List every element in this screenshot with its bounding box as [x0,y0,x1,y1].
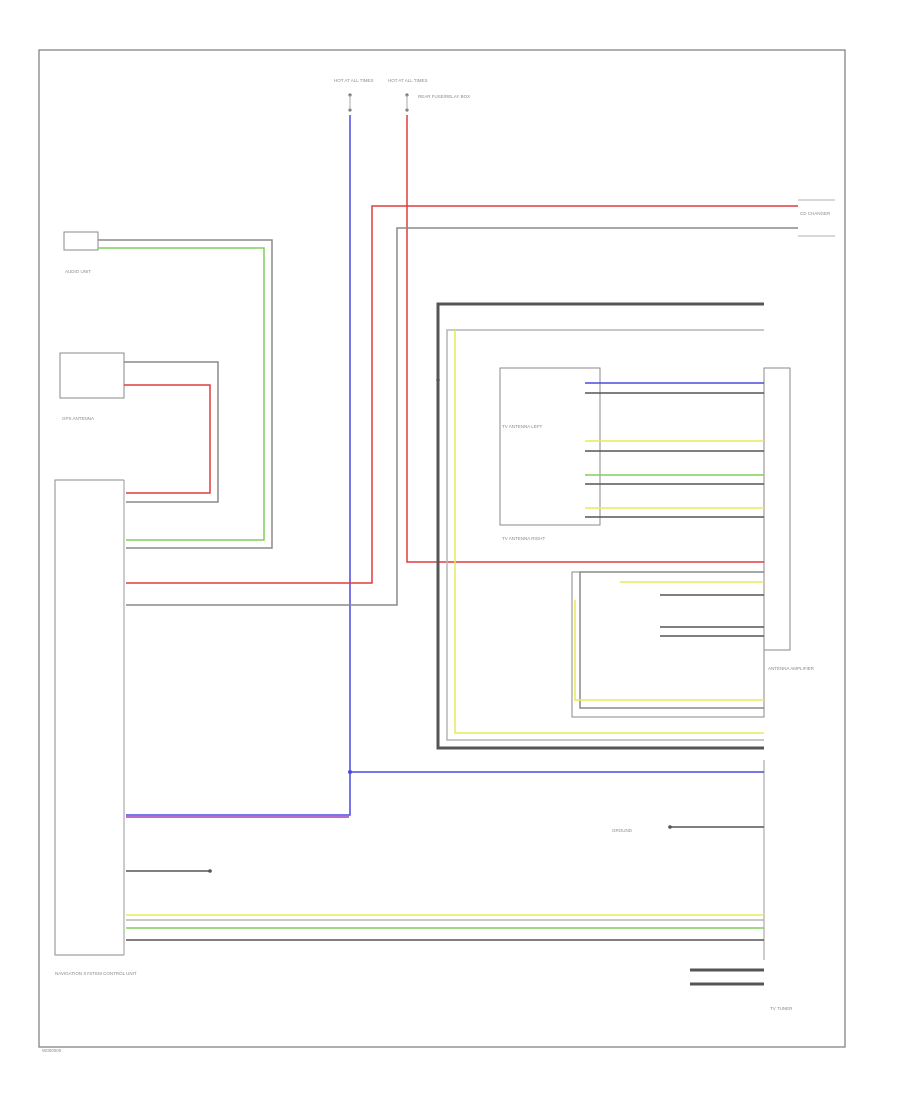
cable-dark-1 [436,302,764,750]
fuse-panel-label: REAR FUSE/RELAY BOX [418,94,470,99]
cable-yellow-2 [454,330,764,734]
wire-gray-harness [579,571,764,709]
wire-red-main [406,115,764,563]
navigation-control-unit: NAVIGATION SYSTEM CONTROL UNIT [54,479,137,976]
fuse-block-right: HOT AT ALL TIMES [388,78,428,112]
tv-antenna-right-label: TV ANTENNA RIGHT [502,536,546,541]
wire-green-audio [98,247,265,541]
wire-yellow-harness-2 [574,600,764,701]
cd-changer-connector: CD CHANGER [798,199,835,237]
splice-lower [208,869,212,873]
splice-ground [668,825,672,829]
audio-unit: AUDIO UNIT [63,231,99,274]
tv-tuner: TV TUNER [763,760,793,1011]
tv-antenna-box: TV ANTENNA LEFT TV ANTENNA RIGHT [499,367,601,541]
nav-unit-label: NAVIGATION SYSTEM CONTROL UNIT [55,971,137,976]
gps-antenna: GPS ANTENNA [59,352,125,421]
fuse-right-label: HOT AT ALL TIMES [388,78,428,83]
cable-gray-2 [446,329,764,741]
cd-changer-label: CD CHANGER [800,211,831,216]
gps-antenna-label: GPS ANTENNA [62,416,94,421]
splice-dark [436,378,440,382]
audio-unit-label: AUDIO UNIT [65,269,91,274]
ground-label: GROUND [612,828,633,833]
antenna-amplifier: ANTENNA AMPLIFIER [763,367,815,671]
splice-blue [348,770,352,774]
fuse-block-left: HOT AT ALL TIMES [334,78,374,112]
footer-code: W000000 [42,1048,62,1053]
fuse-left-label: HOT AT ALL TIMES [334,78,374,83]
antenna-amp-label: ANTENNA AMPLIFIER [768,666,815,671]
harness-box [571,571,765,718]
wire-blue-main [126,115,351,816]
wire-gray-audio [98,239,273,549]
tv-tuner-label: TV TUNER [770,1006,793,1011]
wire-gray-gps [124,361,219,503]
wire-red-gps [124,384,211,494]
tv-antenna-left-label: TV ANTENNA LEFT [502,424,543,429]
diagram-frame [38,49,846,1048]
wire-gray-top [126,227,798,606]
wire-red-top [126,205,798,584]
